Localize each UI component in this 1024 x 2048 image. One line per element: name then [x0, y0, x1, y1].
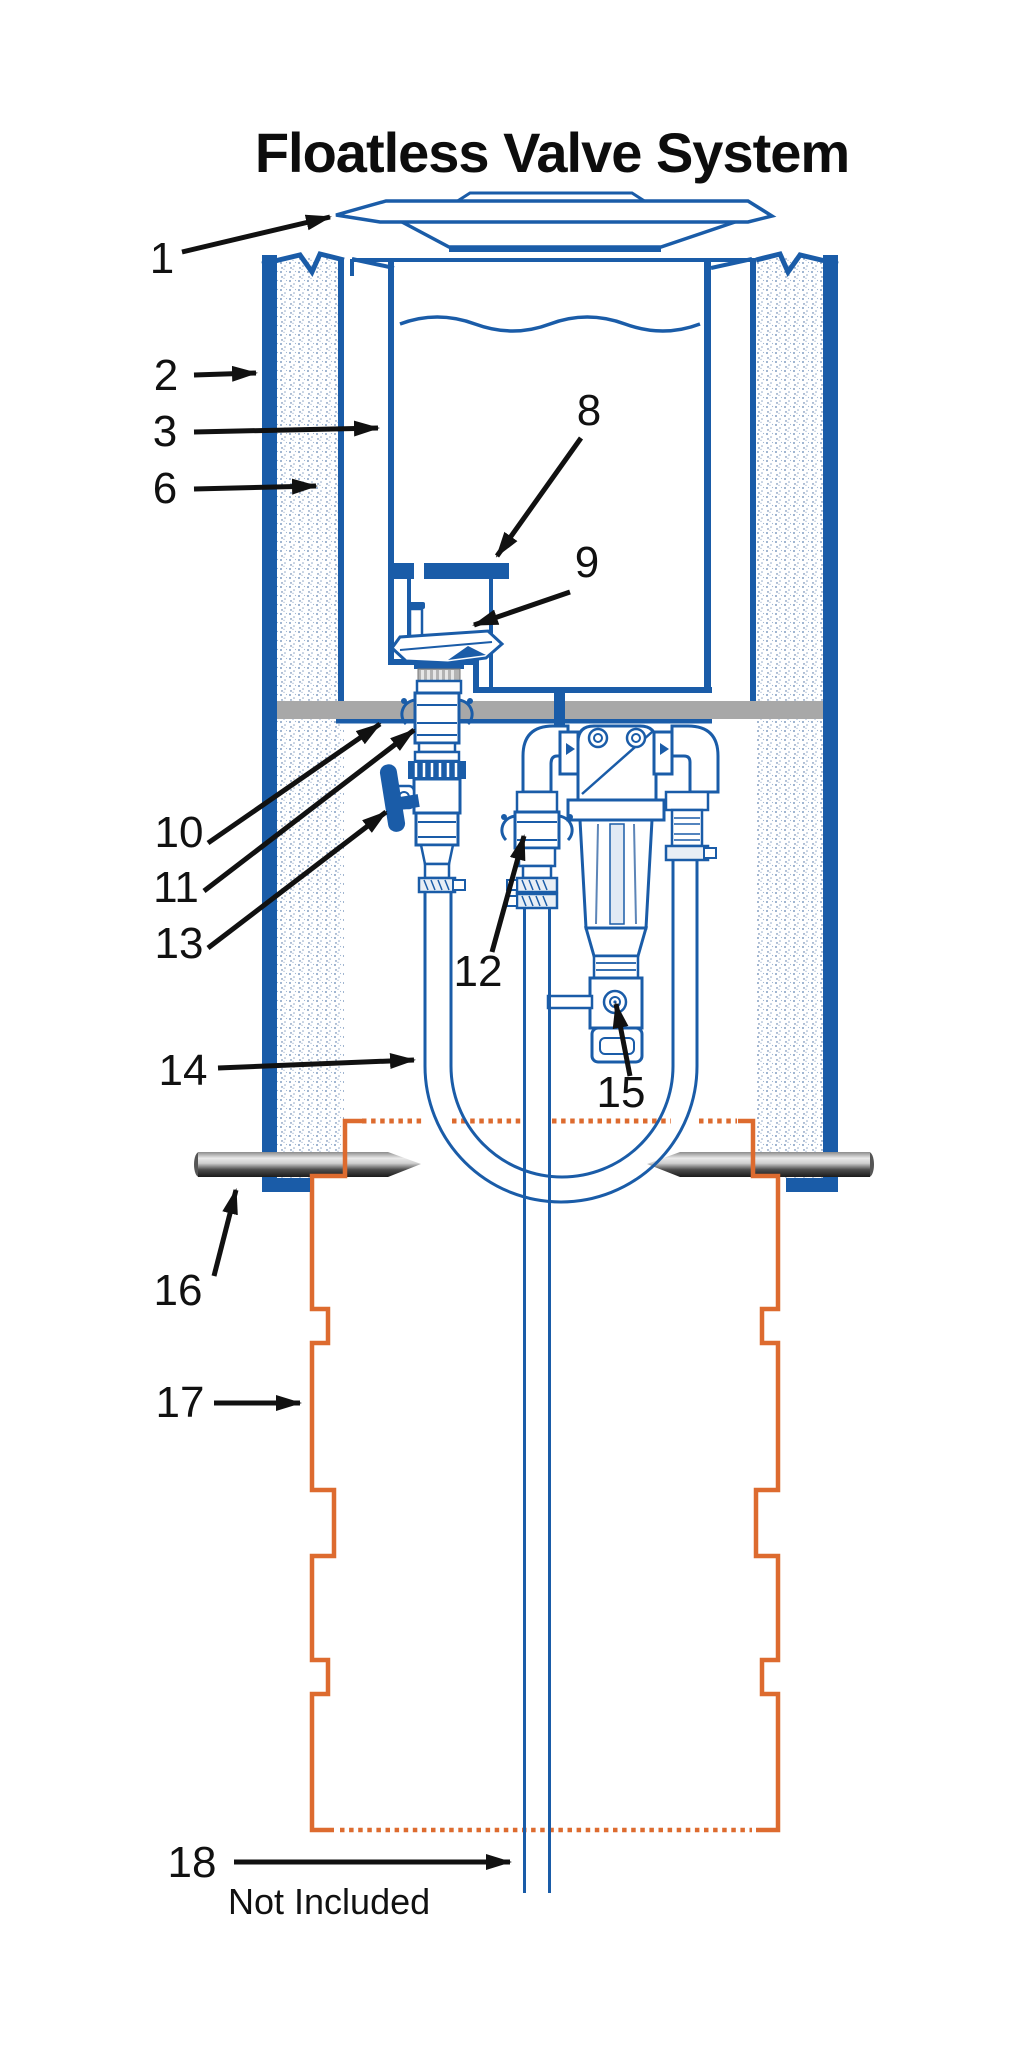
tank-outlet-assembly	[379, 691, 474, 894]
wall-cap-left	[261, 251, 345, 278]
tank-floor-lower	[479, 687, 712, 693]
water-line	[399, 315, 701, 333]
callout-6-label: 6	[152, 464, 178, 513]
lid-plate	[335, 199, 777, 224]
wall-foot-right	[786, 1178, 838, 1192]
liner-right	[750, 258, 756, 702]
callout-17-label: 17	[155, 1378, 205, 1427]
lid	[335, 191, 777, 252]
page-title: Floatless Valve System	[254, 121, 850, 184]
ball-valve-13	[414, 811, 460, 847]
callout-12-arrow	[489, 834, 527, 953]
callout-8-arrow	[494, 436, 584, 558]
casing-outline-17	[309, 1118, 781, 1833]
inner-tank	[350, 257, 754, 693]
callout-13-arrow	[206, 810, 388, 950]
support-bar-left	[194, 1152, 421, 1177]
platform-band	[277, 701, 823, 719]
callout-3-arrow	[193, 420, 380, 437]
regulator-collar	[408, 761, 466, 779]
callout-10-label: 10	[154, 808, 204, 857]
pressure-regulator-11	[412, 777, 462, 815]
callout-2-label: 2	[153, 351, 179, 400]
callout-16-arrow	[211, 1188, 239, 1277]
lid-skirt	[401, 220, 736, 249]
callout-13-label: 13	[154, 919, 204, 968]
elbow-right	[670, 724, 720, 794]
tank-rim	[352, 258, 752, 262]
liner-left	[338, 258, 344, 702]
riser-stub	[554, 693, 565, 742]
wall-foot-left	[262, 1178, 310, 1192]
well-drop-pipe	[523, 908, 551, 1893]
callout-6-arrow	[193, 478, 318, 495]
callout-1-label: 1	[149, 234, 175, 283]
callout-8-label: 8	[576, 386, 602, 435]
support-bar-right	[647, 1152, 874, 1177]
callout-10-arrow	[206, 721, 382, 846]
callout-18-label: 18	[167, 1838, 217, 1887]
outer-wall-right	[750, 251, 839, 1192]
drop-pipe-connection-12	[500, 790, 574, 910]
not-included-note: Not Included	[228, 1881, 431, 1922]
callout-9-label: 9	[574, 538, 600, 587]
callout-3-label: 3	[152, 407, 178, 456]
callout-14-label: 14	[158, 1046, 208, 1095]
platform-underside	[336, 719, 712, 724]
callout-11-label: 11	[153, 863, 199, 912]
callout-2-arrow	[193, 365, 258, 382]
callout-15-arrow	[612, 1002, 633, 1077]
supply-hose-loop	[423, 860, 699, 1204]
ball-valve-handle	[379, 764, 420, 832]
callout-12-label: 12	[453, 947, 503, 996]
callout-9-arrow	[472, 589, 571, 628]
wall-cap-right	[755, 251, 839, 278]
callout-1-arrow	[181, 214, 332, 255]
filter-tee-assembly	[521, 724, 720, 1064]
floatless-valve	[390, 602, 505, 695]
callout-15-label: 15	[596, 1068, 646, 1117]
callout-14-arrow	[217, 1052, 416, 1071]
callout-16-label: 16	[153, 1266, 203, 1315]
callout-11-arrow	[202, 728, 416, 893]
callout-arrows	[181, 214, 633, 1870]
outer-wall-left	[261, 251, 345, 1192]
